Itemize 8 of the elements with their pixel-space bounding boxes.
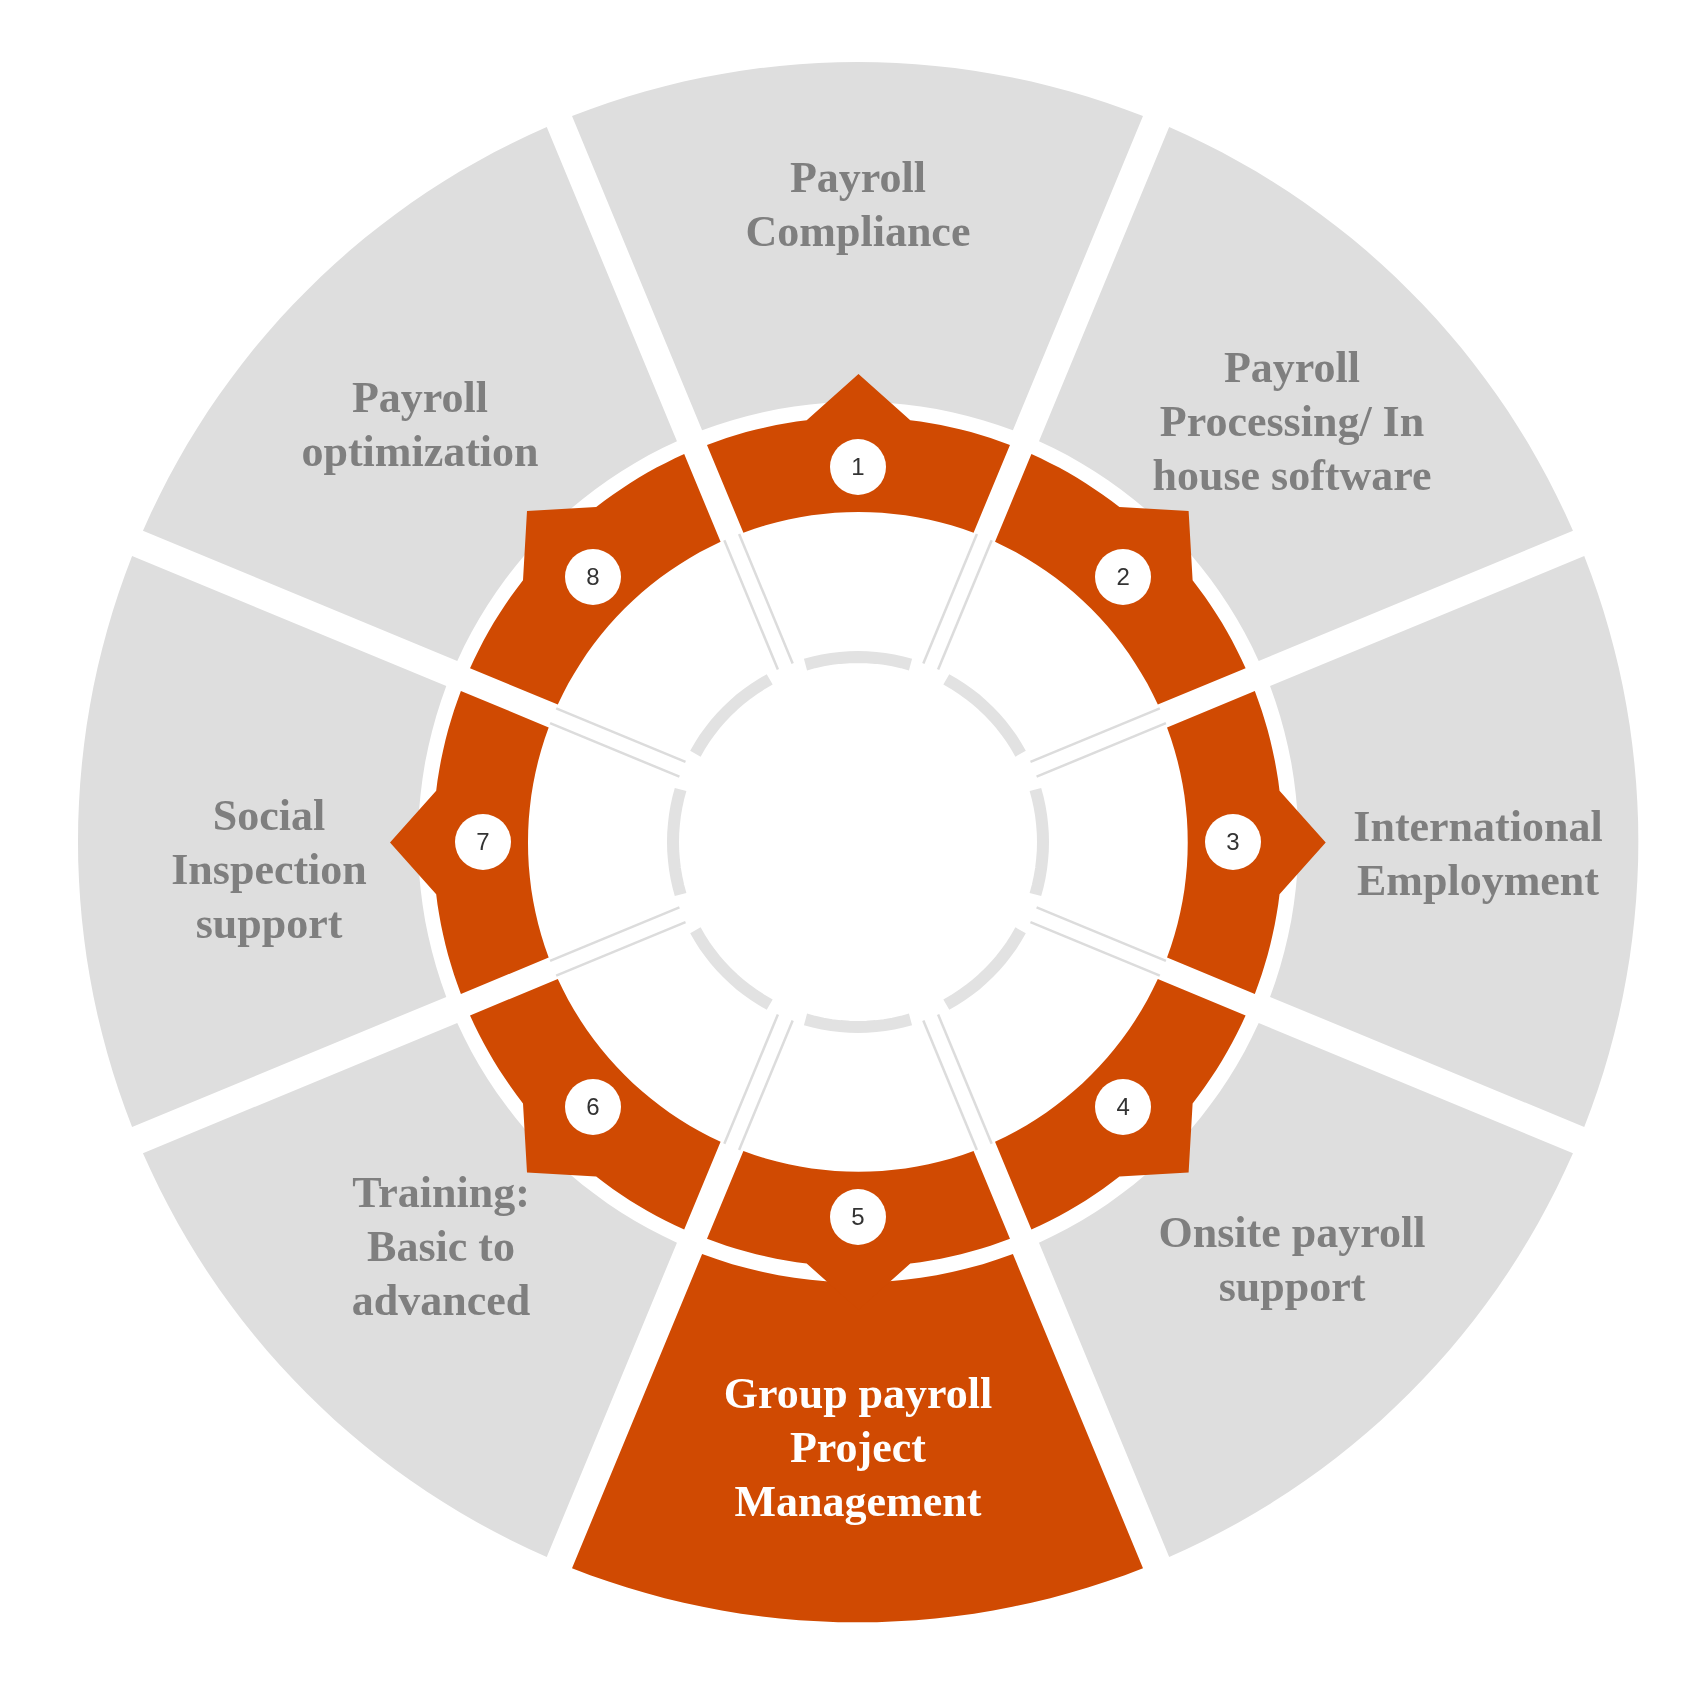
segment-title: Payroll Processing/ In house software [1151, 342, 1433, 502]
segment-title: Training: Basic to advanced [350, 1167, 532, 1327]
segment-title: Payroll optimization [300, 372, 540, 478]
segment-title: Payroll Compliance [744, 152, 972, 258]
segment-title: Group payroll Project Management [722, 1368, 994, 1528]
segment-title: Onsite payroll support [1157, 1207, 1427, 1313]
segment-title: Social Inspection support [170, 790, 368, 950]
segment-title: International Employment [1352, 801, 1604, 907]
